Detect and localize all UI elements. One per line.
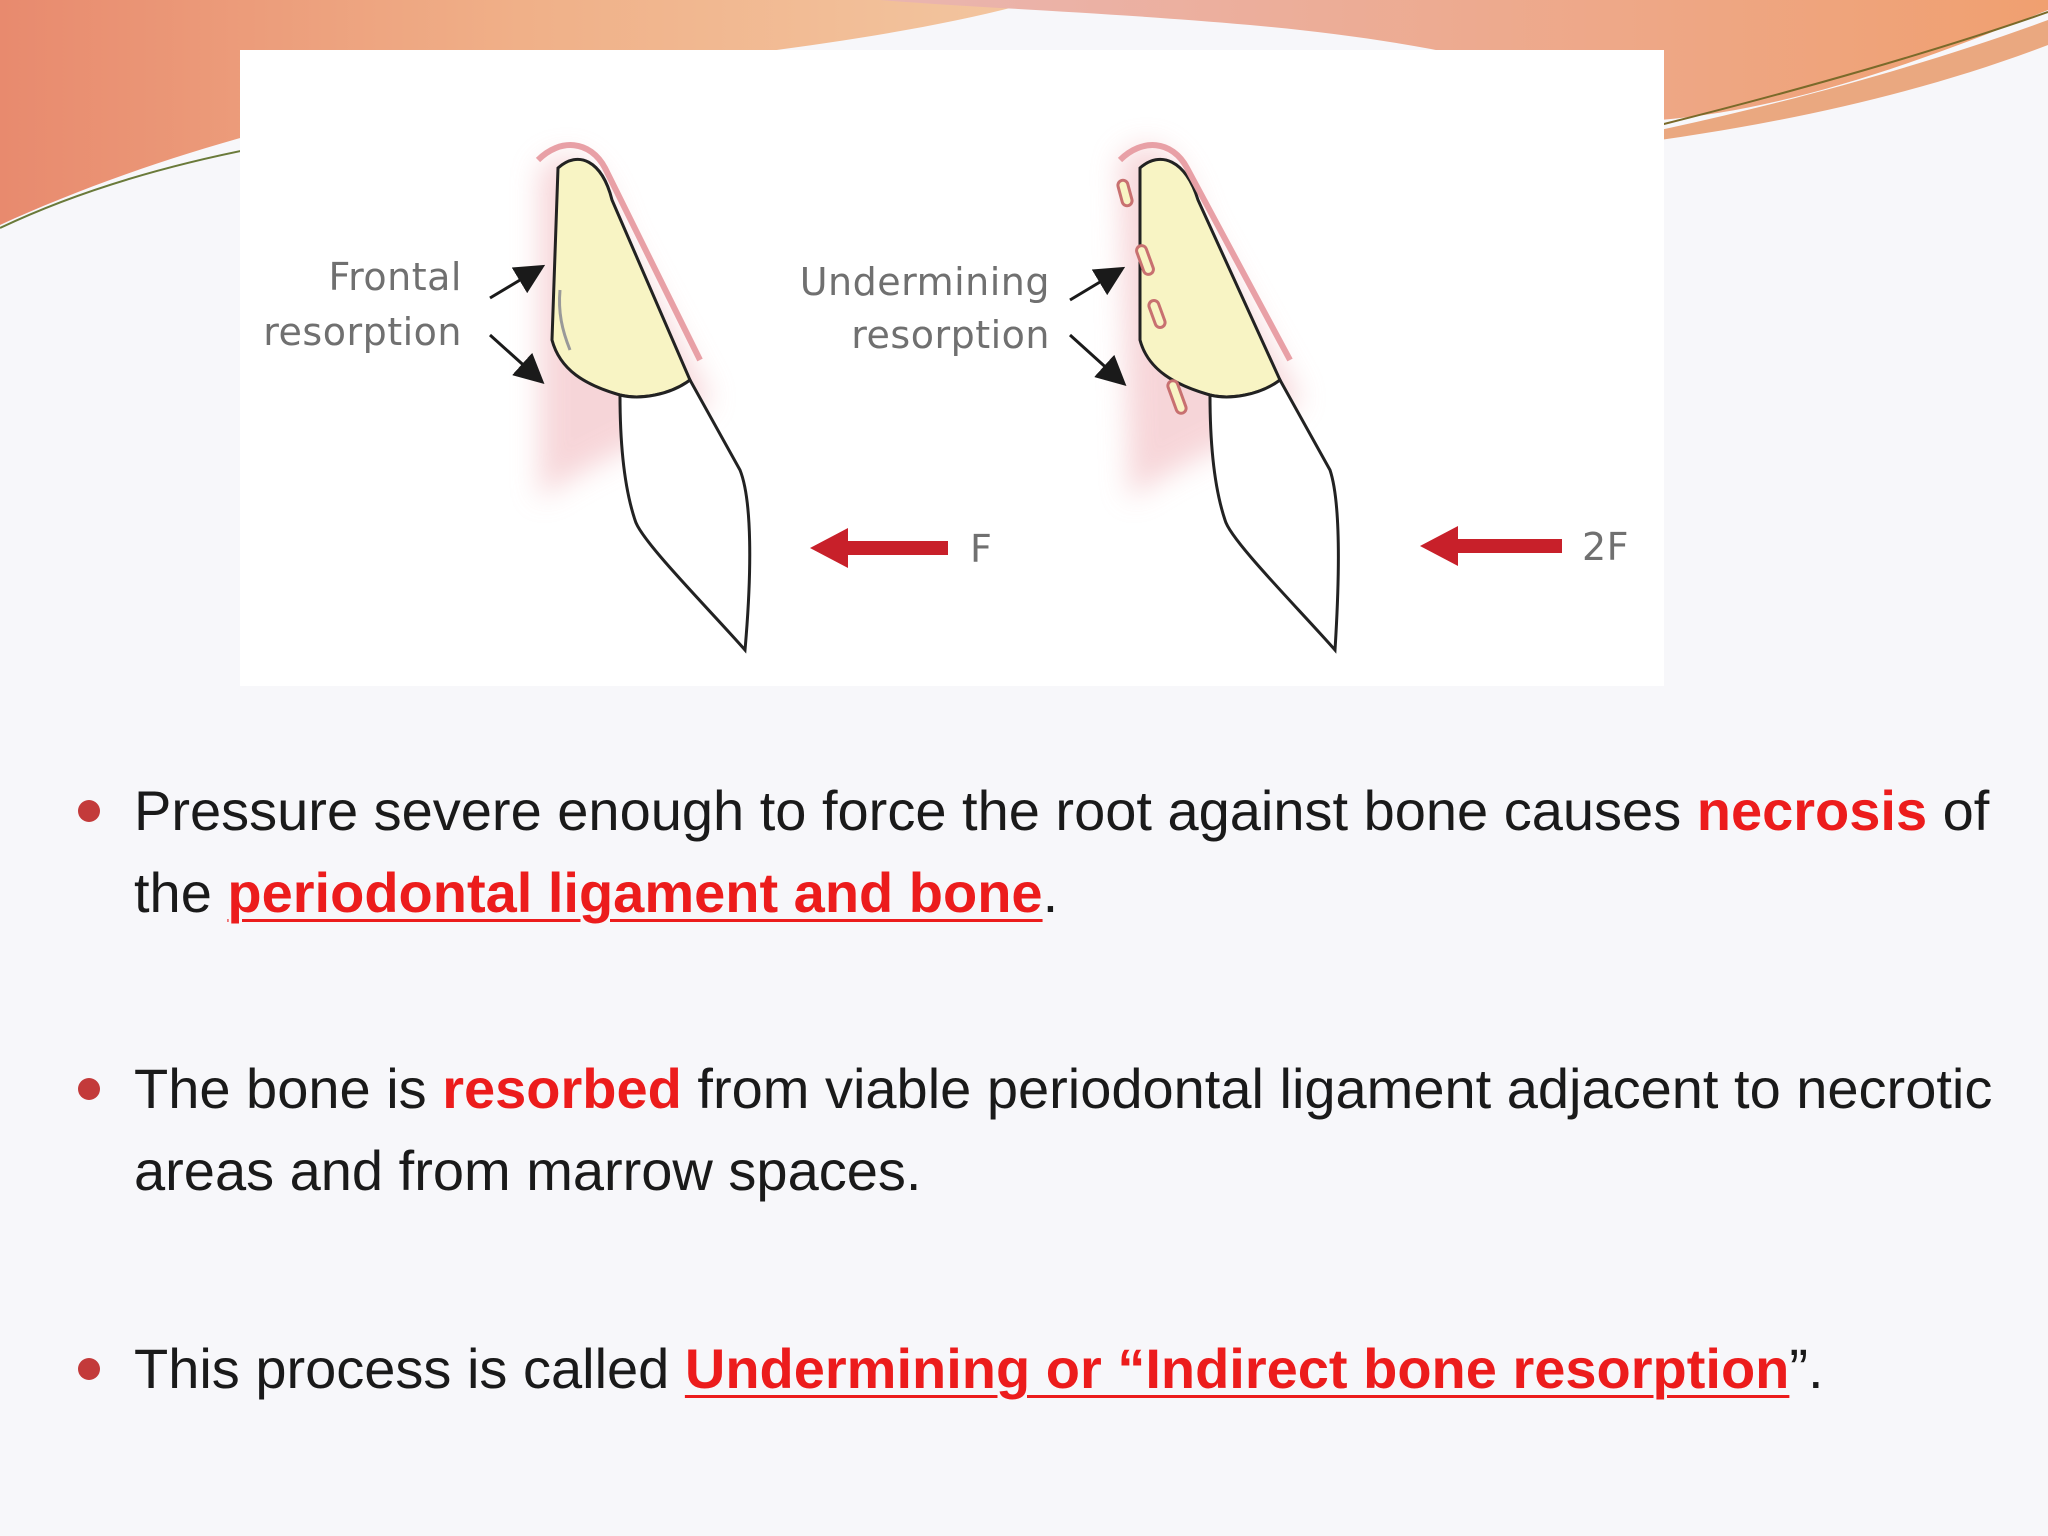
tooth-diagram: Frontal resorption F Undermining resorpt… xyxy=(240,50,1664,686)
arrow-icon xyxy=(1069,266,1126,302)
force-arrow-icon xyxy=(1420,526,1458,566)
frontal-label-line1: Frontal xyxy=(329,255,462,299)
bullet-icon xyxy=(78,1078,100,1100)
force-label-2f: 2F xyxy=(1582,525,1629,569)
undermining-label-line2: resorption xyxy=(851,313,1050,357)
highlight-undermining: Undermining or “Indirect bone resorption xyxy=(684,1337,1790,1400)
highlight-periodontal: periodontal ligament and bone xyxy=(227,861,1043,924)
bullet-icon xyxy=(78,800,100,822)
force-arrow-icon xyxy=(810,528,848,568)
arrow-icon xyxy=(488,333,545,385)
highlight-resorbed: resorbed xyxy=(442,1057,682,1120)
left-tooth: Frontal resorption F xyxy=(263,142,992,654)
force-label-f: F xyxy=(970,527,992,571)
bullet-text: Pressure severe enough to force the root… xyxy=(134,779,1990,924)
arrow-icon xyxy=(489,264,546,300)
highlight-necrosis: necrosis xyxy=(1696,779,1928,842)
undermining-label-line1: Undermining xyxy=(800,260,1050,304)
bullet-text: The bone is resorbed from viable periodo… xyxy=(134,1057,1993,1202)
bullet-text: This process is called Undermining or “I… xyxy=(134,1337,1824,1400)
right-tooth: Undermining resorption 2F xyxy=(800,142,1629,654)
bullet-icon xyxy=(78,1358,100,1380)
frontal-label-line2: resorption xyxy=(263,310,462,354)
arrow-icon xyxy=(1068,333,1127,387)
resorption-illustration: Frontal resorption F Undermining resorpt… xyxy=(263,142,1629,654)
